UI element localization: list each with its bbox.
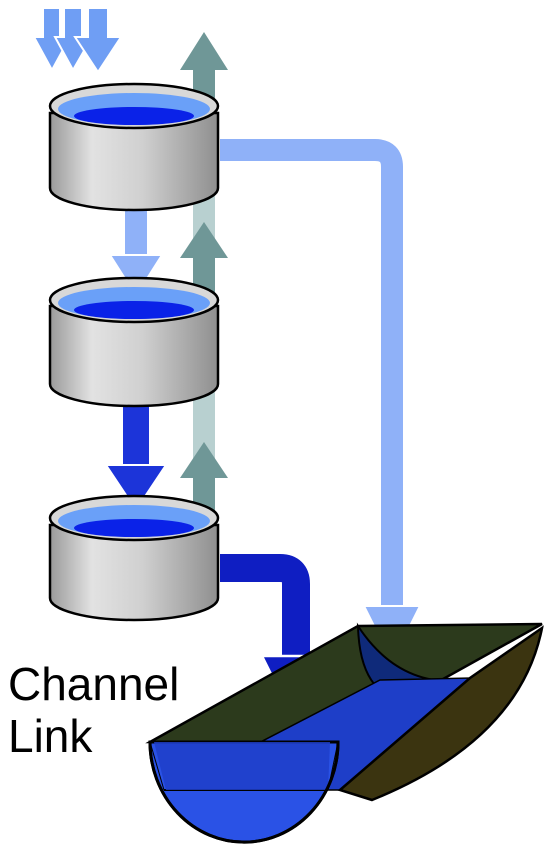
- precipitation-arrow-3: [73, 7, 123, 74]
- storage-tank-bottom: [48, 494, 220, 622]
- storage-tank-top: [48, 82, 220, 212]
- precipitation-arrows: [32, 7, 123, 74]
- channel-front-shell: [337, 625, 544, 802]
- percolation-arrow-lower: [104, 400, 168, 512]
- evaporation-arrow-middle: [180, 222, 228, 300]
- percolation-arrow-upper: [108, 205, 164, 298]
- precipitation-arrow-2: [53, 7, 94, 73]
- precipitation-arrow-1: [32, 7, 72, 73]
- storage-tank-middle: [48, 276, 220, 408]
- channel-link-label: Channel Link: [8, 658, 179, 762]
- channel-trough: [145, 622, 544, 844]
- surface-runoff-pipe: [220, 139, 422, 665]
- label-line-2: Link: [8, 710, 93, 762]
- surface-runoff-path: [220, 139, 403, 610]
- evaporation-arrow-bottom: [180, 442, 228, 515]
- baseflow-path: [220, 554, 310, 660]
- label-line-1: Channel: [8, 658, 179, 710]
